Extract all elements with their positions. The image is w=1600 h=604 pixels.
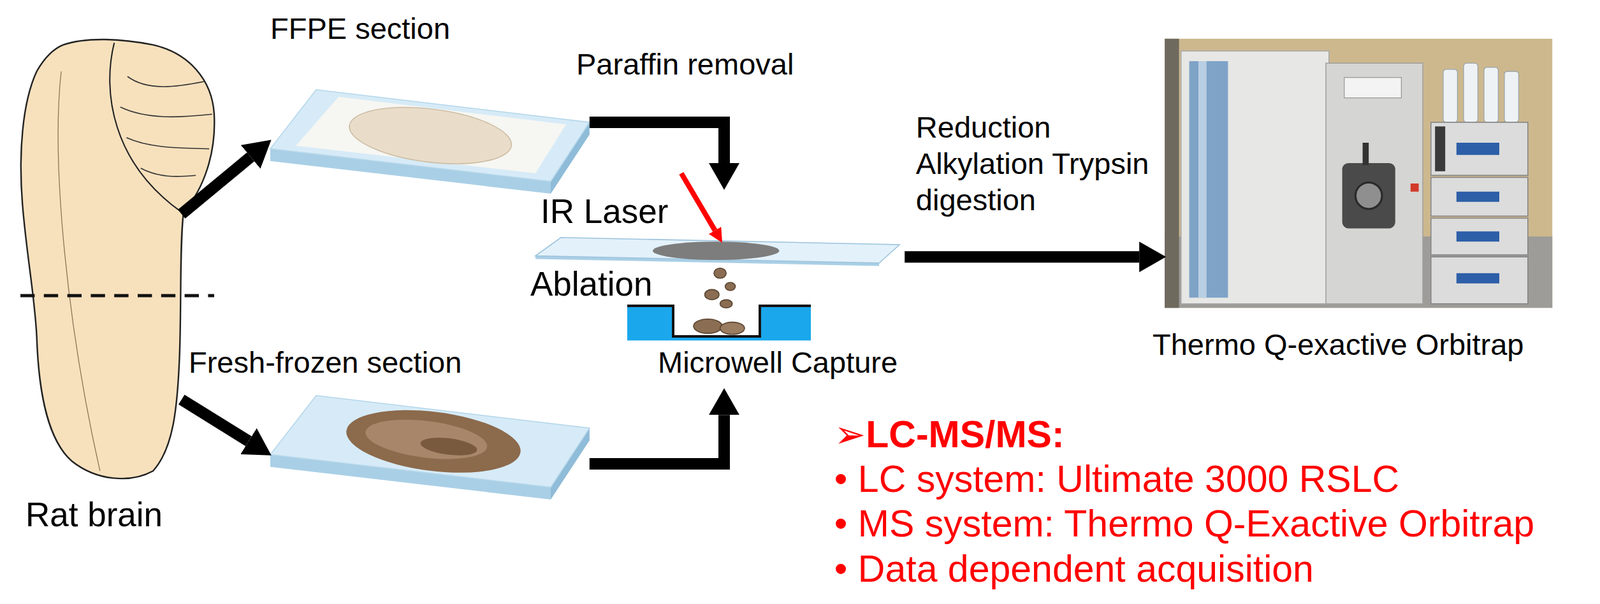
rat-brain bbox=[20, 39, 215, 479]
flow-arrow bbox=[904, 251, 1140, 263]
solvent-bottle bbox=[1443, 69, 1458, 123]
cerebellum-border bbox=[109, 42, 182, 213]
folia-line bbox=[120, 107, 213, 117]
slide-heading: FFPE section bbox=[270, 11, 451, 46]
tissue-particle bbox=[713, 268, 727, 279]
lc-screen bbox=[1456, 191, 1500, 203]
tissue-inner bbox=[419, 435, 479, 459]
lc-screen bbox=[1456, 142, 1500, 155]
paraffin-block bbox=[295, 96, 567, 174]
ion-source-window bbox=[1355, 182, 1382, 210]
tissue-particle bbox=[693, 319, 723, 334]
slide-top bbox=[535, 237, 900, 264]
list-heading: ➢LC-MS/MS: bbox=[834, 412, 1065, 458]
ms-side-panel bbox=[1198, 61, 1207, 298]
sulcus-line bbox=[58, 71, 101, 472]
ion-source bbox=[1342, 163, 1396, 229]
figure-label: Rat brain bbox=[25, 495, 163, 535]
microwell-rim bbox=[627, 305, 811, 337]
step-label: Microwell Capture bbox=[657, 345, 898, 380]
slide-box: Fresh-frozen section bbox=[270, 395, 590, 502]
folia-line bbox=[126, 137, 210, 150]
tissue-particle bbox=[705, 289, 720, 300]
tissue-section bbox=[346, 99, 515, 173]
slide-heading: Fresh-frozen section bbox=[188, 345, 462, 380]
ffpe-slide bbox=[270, 89, 590, 194]
slide-top bbox=[270, 89, 590, 182]
flow-arrow bbox=[589, 414, 725, 465]
lc-module bbox=[1431, 256, 1528, 305]
solvent-bottle bbox=[1483, 67, 1499, 123]
folia-line bbox=[127, 76, 204, 87]
tissue-section bbox=[652, 241, 779, 261]
ms-display bbox=[1344, 77, 1402, 99]
folia-line bbox=[140, 168, 196, 177]
lc-module bbox=[1431, 218, 1528, 255]
brain-figure: Rat brain bbox=[20, 40, 182, 480]
photo-wall bbox=[1164, 38, 1553, 308]
edge-label: Paraffin removal bbox=[576, 47, 794, 82]
tissue-particle bbox=[720, 322, 745, 335]
cut-line bbox=[20, 294, 215, 298]
slide-box: FFPE section bbox=[270, 89, 590, 196]
tissue-particle bbox=[725, 282, 736, 291]
solvent-bottle bbox=[1504, 71, 1519, 123]
list-item: • MS system: Thermo Q-Exactive Orbitrap bbox=[834, 501, 1535, 547]
spray-needle bbox=[1362, 142, 1370, 166]
lc-module bbox=[1431, 177, 1528, 217]
ms-side-panel bbox=[1189, 61, 1229, 298]
microwell-cavity bbox=[673, 305, 760, 337]
tissue-section bbox=[342, 401, 524, 482]
ir-laser-beam bbox=[681, 173, 716, 231]
solvent-bottle bbox=[1463, 63, 1478, 123]
capture-box: IR LaserAblationMicrowell Capture bbox=[525, 188, 905, 390]
lc-side-bar bbox=[1434, 126, 1446, 171]
photo-shadow bbox=[1164, 38, 1179, 308]
fresh-frozen-slide bbox=[270, 395, 590, 500]
instrument-box: Thermo Q-exactive Orbitrap bbox=[1164, 38, 1553, 308]
flow-arrow bbox=[181, 156, 251, 215]
microwell-plate bbox=[627, 305, 811, 341]
brain-outline bbox=[21, 39, 215, 479]
edge-label: Reduction Alkylation Trypsin digestion bbox=[916, 109, 1159, 219]
tissue-inner bbox=[363, 413, 490, 466]
microwell-assembly bbox=[535, 173, 900, 341]
instrument-caption: Thermo Q-exactive Orbitrap bbox=[1152, 327, 1524, 363]
flow-arrow bbox=[589, 122, 725, 164]
ms-front bbox=[1325, 63, 1423, 305]
lc-screen bbox=[1456, 273, 1500, 284]
ms-body bbox=[1181, 50, 1330, 305]
instrument-photo bbox=[1164, 38, 1553, 308]
lc-screen bbox=[1456, 231, 1500, 242]
flow-arrow bbox=[181, 399, 249, 442]
list-item: • Data dependent acquisition bbox=[834, 546, 1314, 592]
list-item: • LC system: Ultimate 3000 RSLC bbox=[834, 457, 1400, 502]
stop-button bbox=[1410, 183, 1419, 192]
slide-top bbox=[270, 395, 590, 488]
step-label: Ablation bbox=[530, 265, 653, 305]
step-label: IR Laser bbox=[540, 192, 669, 232]
tissue-particle bbox=[720, 299, 733, 308]
lc-module bbox=[1431, 122, 1528, 176]
